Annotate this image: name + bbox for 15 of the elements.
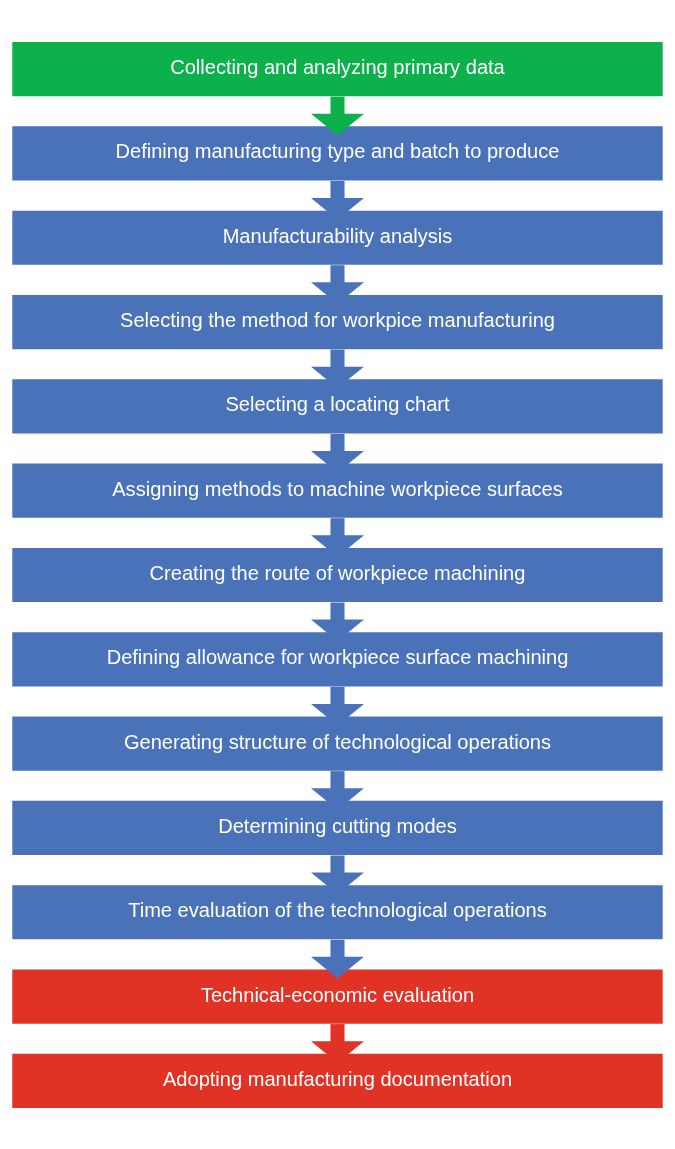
node-box: Technical-economic evaluation [12,968,663,1024]
node-box: Time evaluation of the technological operations [12,884,663,939]
node-box: Assigning methods to machine workpiece surfaces [12,463,663,518]
node-box: Adopting manufacturing documentation [12,1053,663,1108]
node-box: Determining cutting modes [12,800,663,855]
node-box: Manufacturability analysis [12,210,663,265]
arrow [311,96,364,135]
node-box: Collecting and analyzing primary data [12,41,663,96]
node-box: Selecting a locating chart [12,378,663,433]
node-box: Selecting the method for workpice manufacturing [12,294,663,349]
node-box: Generating structure of technological operations [12,716,663,771]
arrow [311,939,364,978]
node-box: Creating the route of workpiece machining [12,547,663,602]
node-box: Defining manufacturing type and batch to produce [12,125,663,181]
node-box: Defining allowance for workpiece surface machining [12,631,663,686]
